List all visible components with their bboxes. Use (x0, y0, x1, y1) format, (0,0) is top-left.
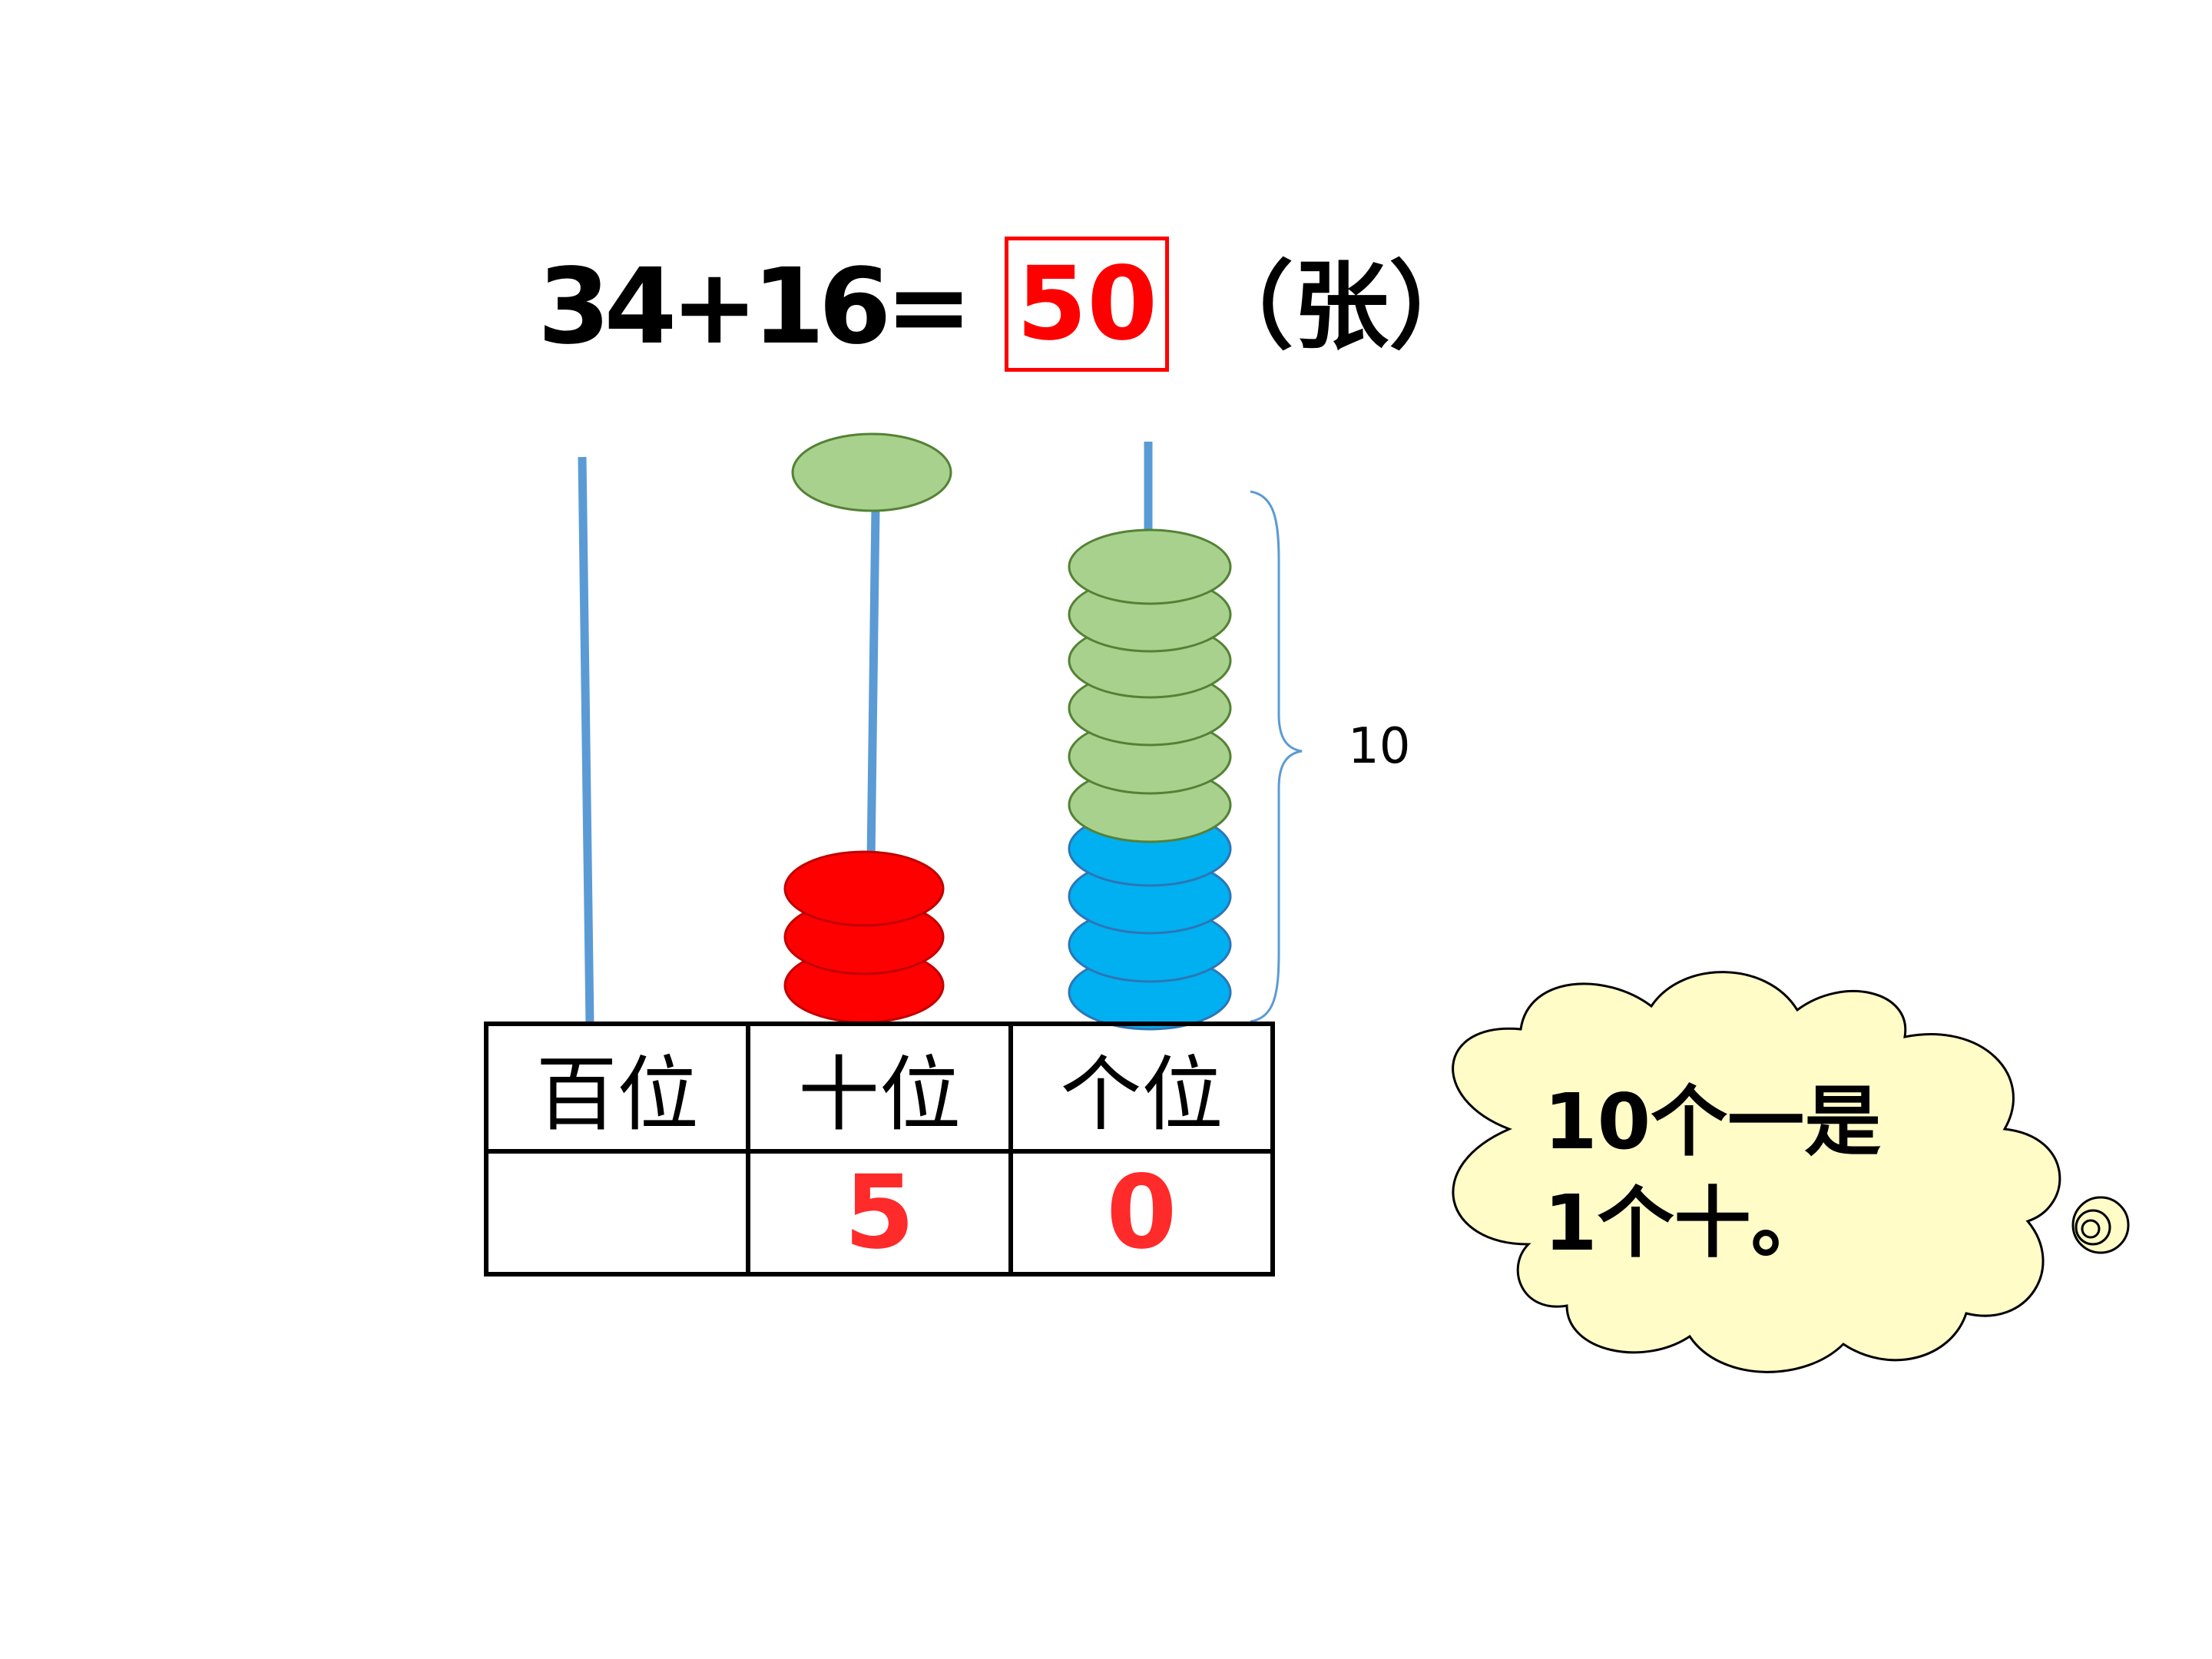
hundreds-rod (578, 456, 594, 1026)
brace-label: 10 (1348, 718, 1411, 775)
cloud-tail-bubble (2081, 1219, 2101, 1239)
cloud-shape (1452, 971, 2061, 1373)
tens-bead (783, 850, 945, 927)
equation: 34+16= 50 （张） (538, 230, 1484, 384)
place-value-table: 百位 十位 个位 5 0 (483, 1022, 1276, 1277)
ones-beads (1068, 528, 1232, 1031)
answer-box: 50 (1005, 237, 1170, 372)
header-tens: 十位 (746, 1022, 1013, 1154)
table-header-row: 百位 十位 个位 (483, 1022, 1276, 1154)
header-ones: 个位 (1008, 1022, 1276, 1154)
tens-beads (783, 850, 945, 1024)
curly-brace (1250, 490, 1303, 1023)
value-ones: 0 (1008, 1149, 1276, 1277)
table-value-row: 5 0 (483, 1149, 1276, 1277)
cloud-text: 10个一是 1个十。 (1544, 1071, 1959, 1274)
equation-expression: 34+16= (538, 247, 972, 368)
value-tens: 5 (746, 1149, 1013, 1277)
header-hundreds: 百位 (483, 1022, 751, 1154)
cloud-text-line2: 1个十。 (1544, 1178, 1828, 1268)
equation-unit: （张） (1198, 252, 1485, 363)
value-hundreds (483, 1149, 751, 1277)
speech-cloud (1452, 971, 2130, 1373)
moved-ten-bead (791, 432, 952, 512)
cloud-text-line1: 10个一是 (1544, 1077, 1882, 1167)
ones-bead-green (1068, 528, 1232, 605)
tens-rod (866, 506, 880, 861)
